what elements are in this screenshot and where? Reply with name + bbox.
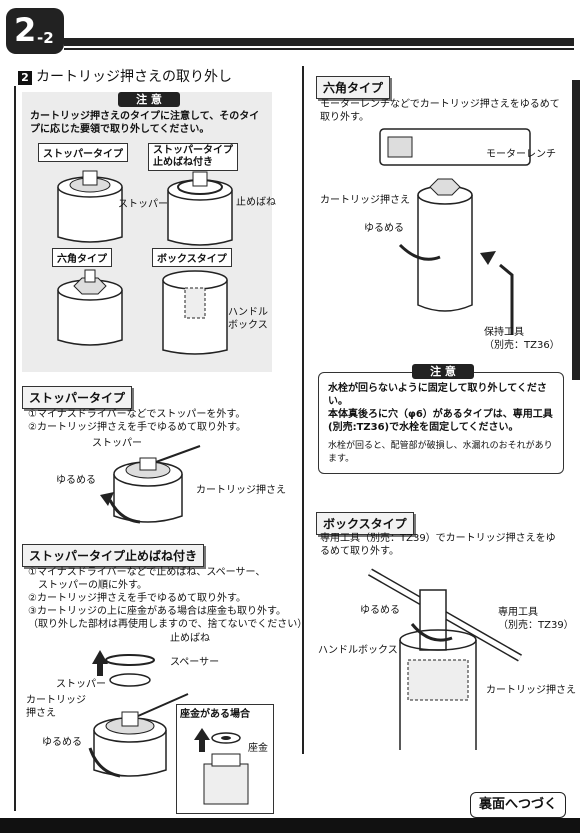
hex-label-cartridge: カートリッジ押さえ bbox=[320, 195, 410, 206]
header-bar-thin bbox=[64, 48, 574, 50]
notice-box-fix bbox=[318, 372, 564, 474]
notice2-title: 注 意 bbox=[412, 364, 474, 379]
stopper-step-1: ①マイナスドライバーなどでストッパーを外す。 bbox=[28, 409, 246, 420]
box-type-illustration bbox=[162, 270, 228, 355]
section-number: 2 bbox=[18, 71, 32, 85]
type-label-hex: 六角タイプ bbox=[52, 248, 112, 267]
section-title-text: カートリッジ押さえの取り外し bbox=[36, 69, 232, 85]
box-removal-illustration bbox=[368, 568, 522, 750]
stopper-spring-illustration bbox=[167, 171, 233, 246]
spring-step-2: ②カートリッジ押さえを手でゆるめて取り外す。 bbox=[28, 593, 246, 604]
left-frame-line bbox=[14, 86, 16, 811]
spring-step-3: ③カートリッジの上に座金がある場合は座金も取り外す。 （取り外した部材は再使用し… bbox=[28, 606, 308, 630]
step-badge: 2 -2 bbox=[6, 8, 64, 54]
heading-box-type: ボックスタイプ bbox=[316, 512, 414, 535]
header-bar bbox=[64, 38, 574, 46]
stopper-step-2: ②カートリッジ押さえを手でゆるめて取り外す。 bbox=[28, 422, 246, 433]
hex-label-loosen: ゆるめる bbox=[364, 223, 404, 234]
step-badge-number: 2 bbox=[14, 11, 37, 49]
box-label-cartridge: カートリッジ押さえ bbox=[486, 685, 576, 696]
hex-type-illustration bbox=[57, 269, 123, 346]
right-frame-line bbox=[302, 66, 304, 754]
heading-stopper-type: ストッパータイプ bbox=[22, 386, 133, 409]
part-label-handlebox: ハンドル ボックス bbox=[228, 307, 268, 331]
spring-label-spring: 止めばね bbox=[170, 633, 210, 644]
notice2-note: 水栓が回ると、配管部が破損し、水漏れのおそれがあります。 bbox=[328, 441, 553, 464]
type-label-box: ボックスタイプ bbox=[152, 248, 232, 267]
spring-step-1: ①マイナスドライバーなどで止めばね、スペーサー、 ストッパーの順に外す。 bbox=[28, 567, 266, 591]
notice-text: カートリッジ押さえのタイプに注意して、そのタイプに応じた要領で取り外してください… bbox=[30, 111, 260, 135]
spring-label-spacer: スペーサー bbox=[170, 657, 220, 668]
spring-removal-illustration bbox=[88, 650, 189, 778]
box-text: 専用工具（別売：TZ39）でカートリッジ押さえをゆるめて取り外す。 bbox=[320, 533, 556, 557]
type-label-stopper: ストッパータイプ bbox=[38, 143, 128, 162]
stopper-removal-illustration bbox=[100, 445, 201, 524]
spring-label-loosen: ゆるめる bbox=[42, 737, 82, 748]
heading-hex-type: 六角タイプ bbox=[316, 76, 391, 99]
hex-text: モーターレンチなどでカートリッジ押さえをゆるめて取り外す。 bbox=[320, 99, 560, 123]
section-title: 2 カートリッジ押さえの取り外し bbox=[18, 66, 232, 86]
hex-label-tool: 保持工具 （別売：TZ36） bbox=[484, 327, 560, 351]
stopper-label-cartridge: カートリッジ押さえ bbox=[196, 485, 286, 496]
washer-label: 座金 bbox=[248, 743, 268, 754]
box-label-loosen: ゆるめる bbox=[360, 605, 400, 616]
part-label-stopper: ストッパー bbox=[118, 199, 168, 210]
part-label-spring: 止めばね bbox=[236, 197, 276, 208]
spring-label-cartridge: カートリッジ 押さえ bbox=[26, 695, 86, 719]
stopper-type-illustration bbox=[57, 170, 123, 243]
stopper-label-stopper: ストッパー bbox=[92, 438, 142, 449]
heading-stopper-spring-type: ストッパータイプ止めばね付き bbox=[22, 544, 205, 567]
step-badge-sub: -2 bbox=[37, 29, 54, 47]
spring-label-stopper: ストッパー bbox=[56, 679, 106, 690]
hex-removal-illustration bbox=[379, 128, 531, 335]
notice2-bold-text: 水栓が回らないように固定して取り外してください。 本体真後ろに穴（φ6）があるタ… bbox=[328, 383, 553, 433]
box-label-handlebox: ハンドルボックス bbox=[318, 645, 398, 656]
continue-on-back: 裏面へつづく bbox=[470, 792, 566, 818]
type-label-stopper-spring: ストッパータイプ 止めばね付き bbox=[148, 143, 238, 171]
box-label-tool: 専用工具 （別売：TZ39） bbox=[498, 607, 574, 631]
washer-inset-title: 座金がある場合 bbox=[180, 709, 250, 720]
bottom-bar bbox=[0, 818, 580, 833]
stopper-label-loosen: ゆるめる bbox=[56, 475, 96, 486]
notice-title: 注 意 bbox=[118, 92, 180, 107]
hex-label-wrench: モーターレンチ bbox=[486, 149, 556, 160]
edge-tab bbox=[572, 80, 580, 380]
washer-illustration bbox=[194, 728, 249, 805]
